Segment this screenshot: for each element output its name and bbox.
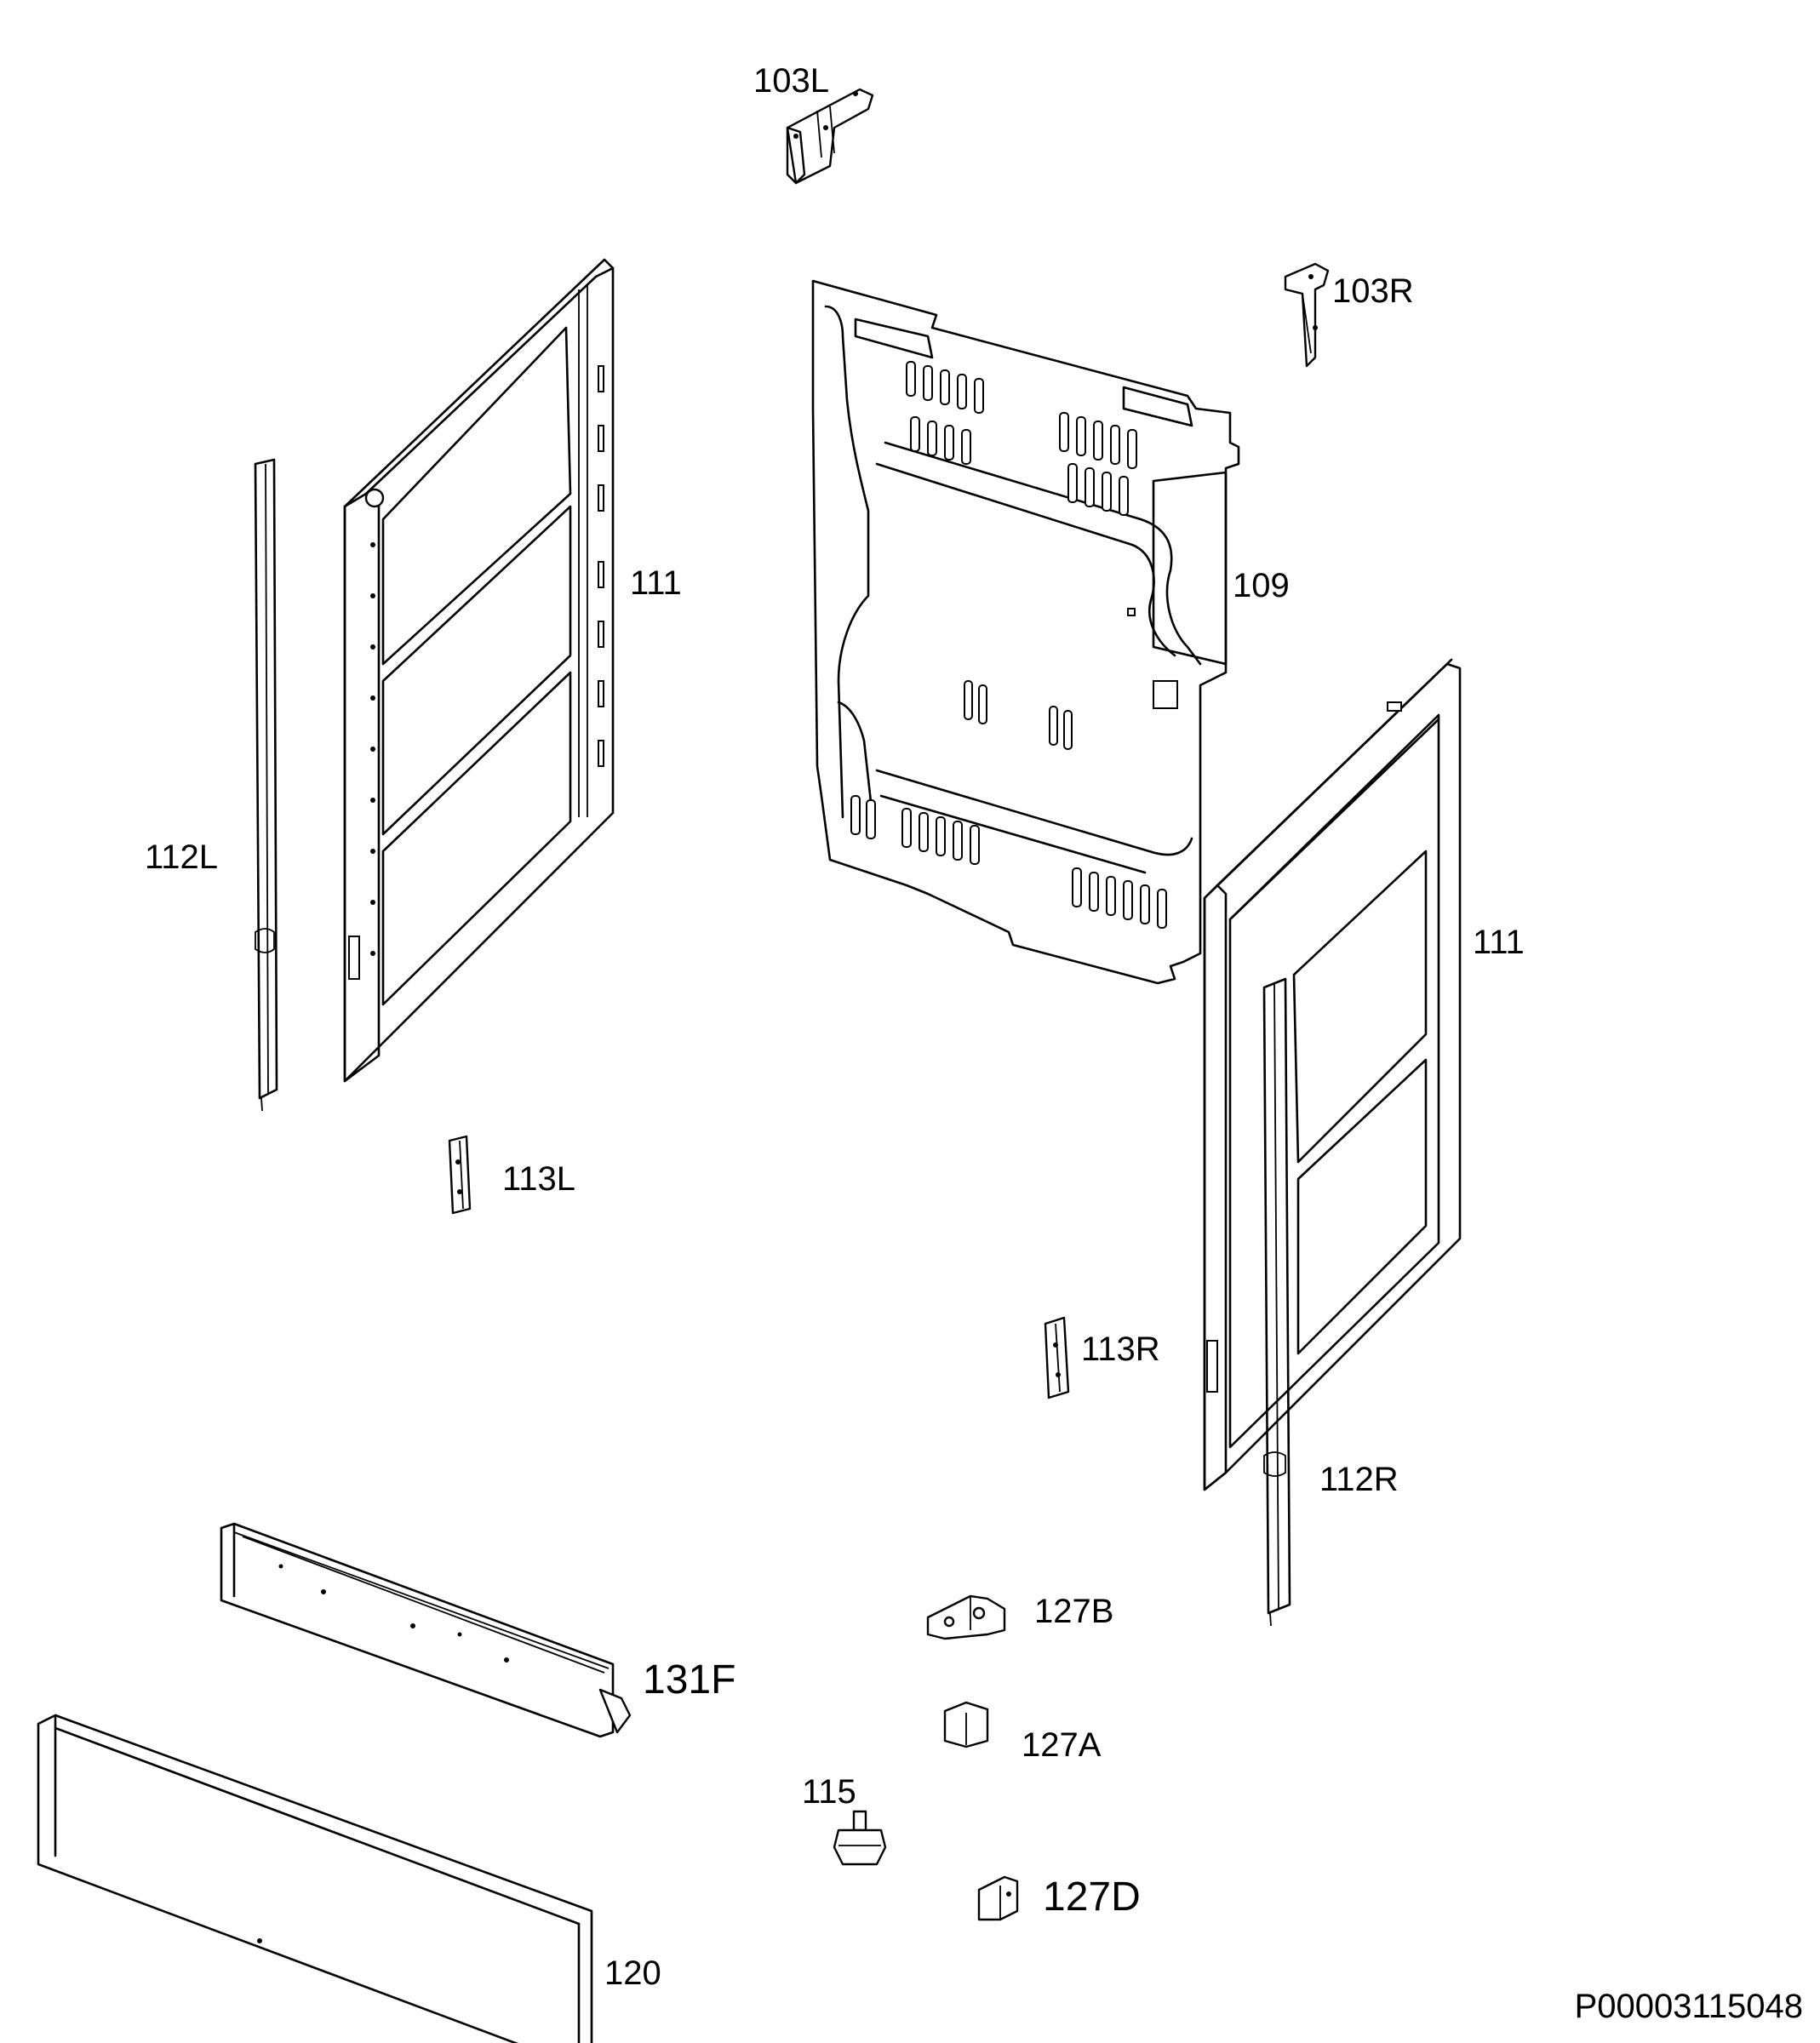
part-103R-bracket [1284,262,1330,368]
part-127B-bracket [926,1594,1006,1640]
part-115-adjustable-foot [833,1810,887,1866]
part-111-left-side-panel [343,258,615,1083]
part-113R-hinge [1044,1316,1070,1399]
top-vent-slots-left [906,361,984,465]
label-127B: 127B [1034,1593,1114,1630]
center-slots [964,680,1073,750]
label-113R: 113R [1081,1331,1160,1368]
bottom-vent-slots-left [850,795,980,865]
bottom-vent-slots-right [1072,867,1167,929]
part-109-back-panel [811,279,1240,985]
label-103R: 103R [1332,272,1414,310]
part-112L-strip [254,458,278,1112]
reference-code: P00003115048 [1574,1988,1803,2025]
label-111-left: 111 [630,564,682,602]
label-120: 120 [604,1954,661,1992]
label-127A: 127A [1022,1726,1102,1764]
part-127D-clip [977,1875,1019,1921]
part-127A-block [943,1701,989,1748]
label-112L: 112L [145,838,219,876]
label-112R: 112R [1319,1461,1399,1498]
label-127D: 127D [1043,1874,1141,1920]
label-113L: 113L [502,1160,576,1198]
label-103L: 103L [753,62,829,100]
part-112R-strip [1262,977,1291,1627]
label-111-right: 111 [1473,924,1525,961]
label-131F: 131F [643,1657,736,1702]
label-109: 109 [1233,567,1290,604]
top-vent-slots-right [1059,412,1137,516]
part-131F-bottom-rail [220,1522,632,1738]
part-113L-hinge [448,1135,472,1215]
part-120-front-plinth [37,1714,593,2043]
label-115: 115 [802,1773,856,1811]
part-103L-bracket [786,88,874,185]
part-111-right-side-panel [1203,658,1462,1491]
